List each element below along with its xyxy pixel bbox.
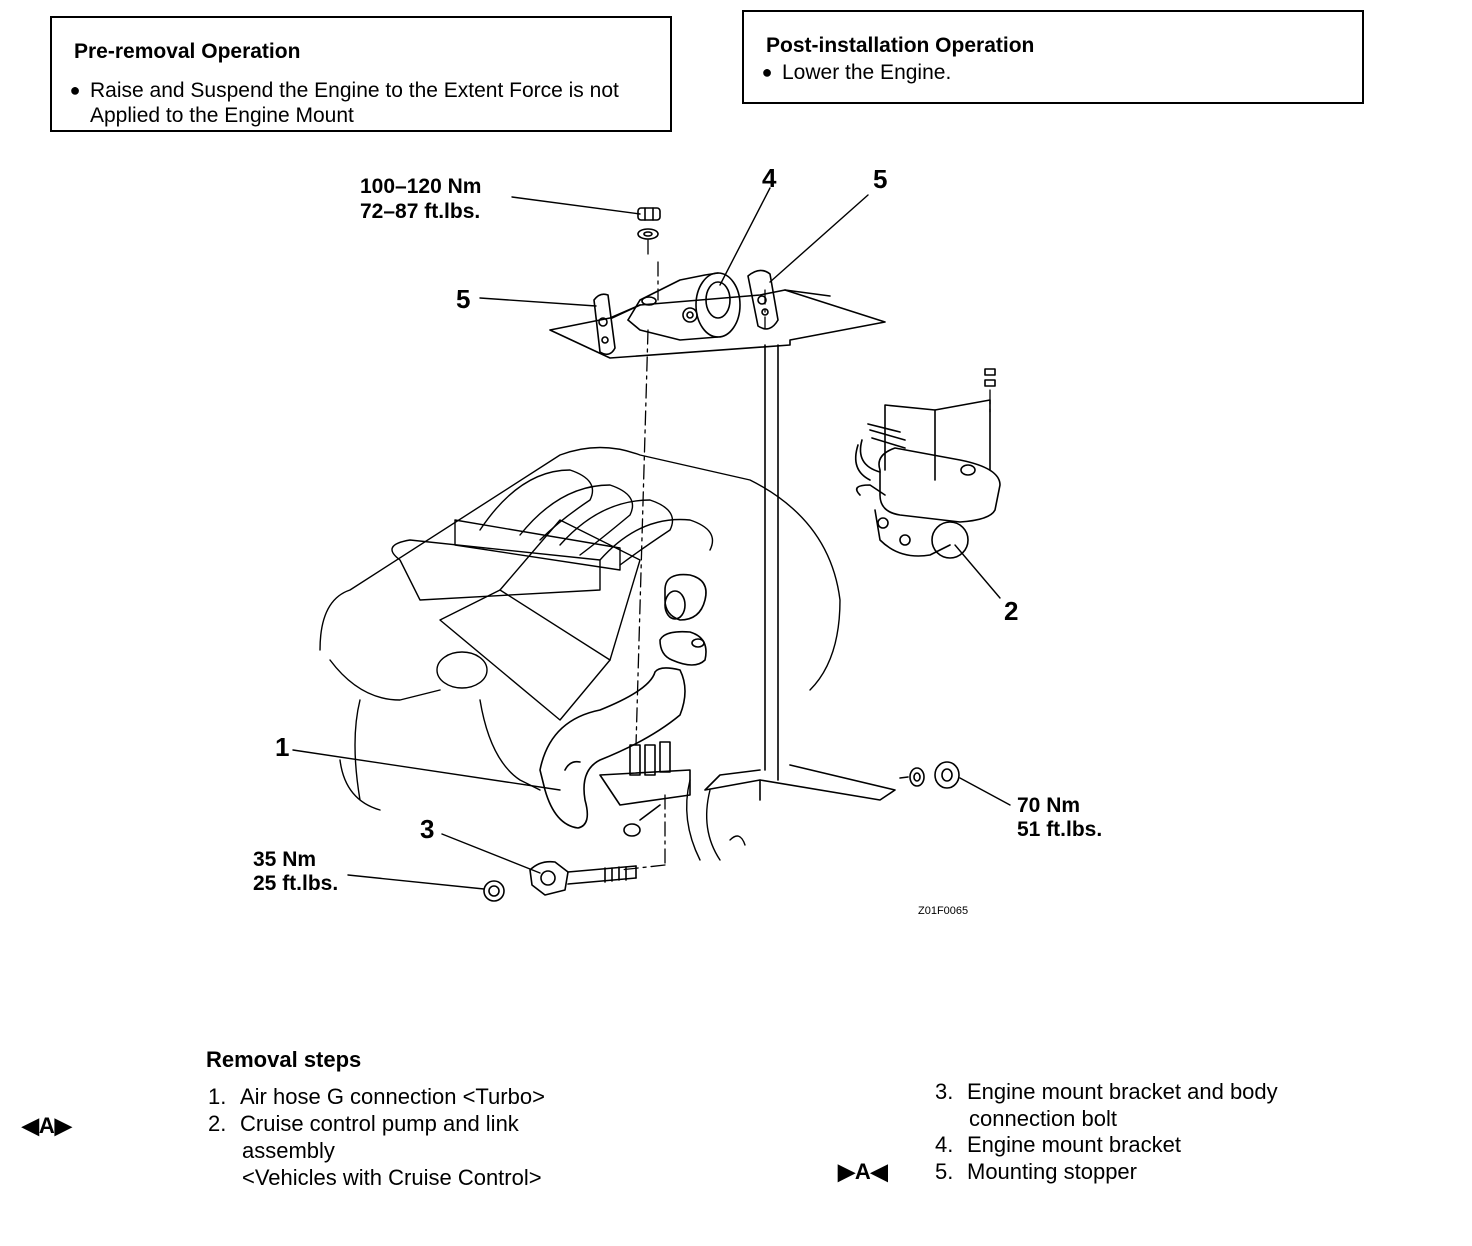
step-text-line3: <Vehicles with Cruise Control> [242, 1165, 542, 1190]
callout-3: 3 [420, 814, 434, 844]
step-text-line2: assembly [242, 1138, 335, 1163]
pre-removal-box: Pre-removal Operation ● Raise and Suspen… [50, 16, 672, 132]
post-installation-box: Post-installation Operation ● Lower the … [742, 10, 1364, 104]
mounting-stopper-right [747, 269, 779, 330]
pre-removal-item: ● Raise and Suspend the Engine to the Ex… [60, 78, 660, 128]
post-installation-title: Post-installation Operation [766, 34, 1035, 57]
pre-removal-text: Raise and Suspend the Engine to the Exte… [90, 79, 619, 127]
post-installation-text: Lower the Engine. [782, 61, 952, 84]
step-text: Cruise control pump and link [240, 1111, 519, 1136]
removal-step-3: 3. Engine mount bracket and body connecti… [935, 1078, 1278, 1132]
post-installation-item: ● Lower the Engine. [752, 60, 1352, 85]
step-number: 2. [208, 1111, 227, 1136]
step-text: Engine mount bracket and body [967, 1079, 1278, 1104]
step-text: Air hose G connection <Turbo> [240, 1084, 545, 1109]
engine-block [319, 446, 841, 861]
marker-a-right: ▶A◀ [838, 1159, 888, 1184]
step-number: 3. [935, 1079, 954, 1104]
callout-4: 4 [762, 163, 777, 193]
pre-removal-title: Pre-removal Operation [74, 40, 301, 63]
removal-steps-title: Removal steps [206, 1047, 362, 1072]
lower-bracket [599, 741, 691, 837]
engine-mount-bracket [627, 272, 741, 341]
step-number: 4. [935, 1132, 954, 1157]
removal-step-5: 5. Mounting stopper [935, 1158, 1137, 1185]
callout-2: 2 [1004, 596, 1018, 626]
top-nut [637, 207, 661, 240]
figure-code: Z01F0065 [918, 905, 968, 917]
bottom-nut [483, 880, 505, 902]
engine-mount-diagram: 100–120 Nm 72–87 ft.lbs. 4 5 5 2 1 3 70 … [253, 163, 1102, 917]
step-text: Engine mount bracket [967, 1132, 1182, 1157]
cruise-control-pump [854, 368, 1001, 559]
step-text-line2: connection bolt [969, 1106, 1117, 1131]
step-text: Mounting stopper [967, 1159, 1137, 1184]
removal-step-4: 4. Engine mount bracket [935, 1131, 1181, 1158]
removal-step-2: 2.Cruise control pump and link assembly … [208, 1110, 542, 1191]
torque-right-nm: 70 Nm [1017, 794, 1080, 817]
callout-5-left: 5 [456, 284, 470, 314]
step-number: 1. [208, 1084, 227, 1109]
vertical-stand [704, 344, 896, 801]
bullet-icon: ● [761, 62, 773, 82]
torque-top-nm: 100–120 Nm [360, 175, 481, 198]
connection-bolt [529, 860, 637, 896]
leader-lines [292, 187, 1011, 890]
torque-top-ftlbs: 72–87 ft.lbs. [360, 200, 480, 223]
step-number: 5. [935, 1159, 954, 1184]
torque-bottom-nm: 35 Nm [253, 848, 316, 871]
torque-right-ftlbs: 51 ft.lbs. [1017, 818, 1102, 841]
removal-step-1: 1. Air hose G connection <Turbo> [208, 1083, 545, 1110]
air-hose [539, 573, 707, 829]
bullet-icon: ● [69, 80, 81, 100]
mounting-stopper-left [593, 293, 616, 356]
callout-1: 1 [275, 732, 289, 762]
callout-5-right: 5 [873, 164, 887, 194]
marker-a-left: ◀A▶ [22, 1113, 72, 1138]
torque-bottom-ftlbs: 25 ft.lbs. [253, 872, 338, 895]
right-nut [899, 761, 960, 789]
